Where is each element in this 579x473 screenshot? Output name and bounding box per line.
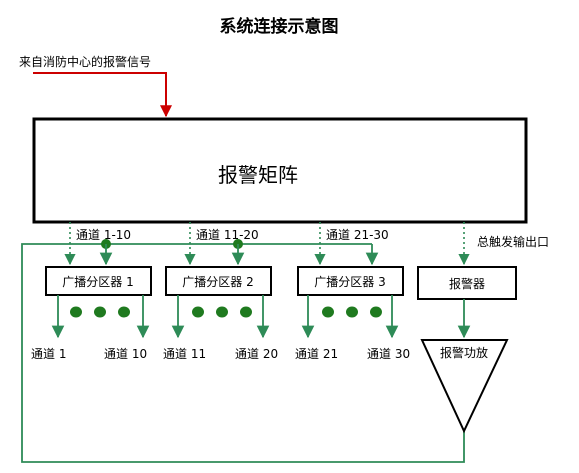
diagram-title: 系统连接示意图 [220, 16, 339, 37]
ellipsis-dot [240, 306, 252, 318]
input-signal-label: 来自消防中心的报警信号 [19, 54, 151, 69]
trigger-output-label: 总触发输出口 [477, 234, 549, 249]
ellipsis-dot [346, 306, 358, 318]
channel-start-label: 通道 11 [163, 347, 206, 361]
input-signal-arrow [33, 72, 172, 118]
channel-start-label: 通道 21 [295, 347, 338, 361]
ellipsis-dot [118, 306, 130, 318]
alarm-amplifier-triangle [420, 339, 509, 434]
zone-channel-range: 通道 1-10 [76, 228, 131, 242]
amplifier-feedback-line [21, 243, 465, 463]
broadcast-distributor-3 [297, 266, 404, 296]
distributor-label: 广播分区器 2 [182, 275, 253, 289]
alarm-matrix-box [32, 117, 528, 224]
alarm-device-box [417, 266, 517, 300]
distributor-label: 广播分区器 3 [314, 275, 385, 289]
channel-end-label: 通道 30 [367, 347, 410, 361]
zone-group-3: 通道 21-30 广播分区器 3 通道 21 通道 30 [295, 222, 410, 361]
zone-group-1: 通道 1-10 广播分区器 1 通道 1 通道 10 [31, 222, 152, 361]
broadcast-distributor-1 [45, 266, 152, 296]
ellipsis-dot [322, 306, 334, 318]
broadcast-distributor-2 [165, 266, 272, 296]
zone-channel-range: 通道 11-20 [196, 228, 259, 242]
distributor-label: 广播分区器 1 [62, 275, 133, 289]
zone-group-2: 通道 11-20 广播分区器 2 通道 11 通道 20 [163, 222, 278, 361]
ellipsis-dot [94, 306, 106, 318]
alarm-matrix-label: 报警矩阵 [218, 163, 298, 187]
channel-start-label: 通道 1 [31, 347, 66, 361]
ellipsis-dot [370, 306, 382, 318]
alarm-amplifier-label: 报警功放 [440, 345, 488, 360]
ellipsis-dot [70, 306, 82, 318]
alarm-device-label: 报警器 [449, 276, 485, 291]
channel-end-label: 通道 20 [235, 347, 278, 361]
ellipsis-dot [192, 306, 204, 318]
channel-end-label: 通道 10 [104, 347, 147, 361]
zone-channel-range: 通道 21-30 [326, 228, 389, 242]
ellipsis-dot [216, 306, 228, 318]
